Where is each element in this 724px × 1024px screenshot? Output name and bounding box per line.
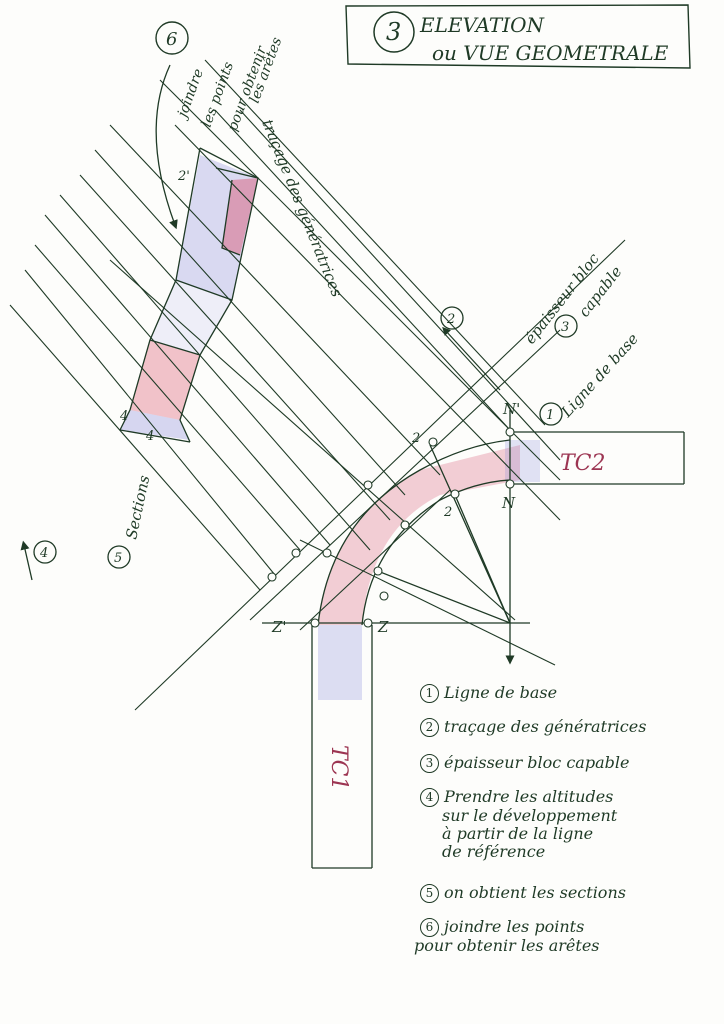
legend-item-6: 6 joindre les points <box>420 918 584 937</box>
generatrices-label: traçage des génératrices <box>258 117 346 300</box>
construction-points <box>267 427 515 628</box>
legend-text-2: traçage des génératrices <box>444 717 647 736</box>
legend-item-3: 3 épaisseur bloc capable <box>420 754 629 773</box>
step4-circle <box>33 540 57 564</box>
step3-number: 3 <box>561 320 569 335</box>
legend-text-1: Ligne de base <box>444 683 558 702</box>
legend-text-5: on obtient les sections <box>444 883 626 902</box>
title-box: 3 ELEVATION ou VUE GEOMETRALE <box>342 2 694 72</box>
legend-item-4-line-4: de référence <box>442 842 546 861</box>
legend-item-4-line-3: à partir de la ligne <box>442 824 594 843</box>
sections-label: Sections <box>122 473 153 540</box>
step2-circle <box>440 306 464 330</box>
elevation-piece <box>119 147 259 443</box>
z-mark: Z <box>377 618 389 636</box>
title-number-circle <box>373 11 415 53</box>
legend-text-4a: Prendre les altitudes <box>444 787 614 806</box>
step6-curved-arrow <box>155 64 178 230</box>
legend-item-4-line-2: sur le développement <box>442 806 618 825</box>
legend-text-6a: joindre les points <box>444 917 585 936</box>
reference-lines <box>134 239 626 711</box>
title-number: 3 <box>386 18 401 46</box>
mark-2-low: 2 <box>443 505 452 520</box>
step1-number: 1 <box>546 408 554 423</box>
z-prime-mark: Z' <box>271 618 287 636</box>
legend-number-6: 6 <box>420 918 439 937</box>
legend-number-3: 3 <box>420 754 439 773</box>
legend-item-5: 5 on obtient les sections <box>420 884 626 903</box>
legend-item-2: 2 traçage des génératrices <box>420 718 646 737</box>
n-mark: N <box>501 494 516 512</box>
mark-2: 2 <box>411 431 420 446</box>
step5-circle <box>107 545 131 569</box>
title-frame: 3 ELEVATION ou VUE GEOMETRALE <box>345 4 691 69</box>
legend-item-6-line-2: pour obtenir les arêtes <box>414 936 600 955</box>
ligne-de-base-label: Ligne de base <box>557 330 642 422</box>
legend-number-4: 4 <box>420 788 439 807</box>
step6-circle <box>155 21 189 55</box>
title-line-1: ELEVATION <box>419 13 546 37</box>
legend-text-3: épaisseur bloc capable <box>444 753 630 772</box>
step1-circle <box>539 402 563 426</box>
step6-number: 6 <box>166 29 177 50</box>
step2-number: 2 <box>446 312 455 327</box>
mark-4: 4 <box>119 409 128 424</box>
plan-rail <box>262 410 685 869</box>
mark-4-b: 4 <box>145 429 154 444</box>
legend-number-2: 2 <box>420 718 439 737</box>
generatrix-arrow <box>442 326 501 391</box>
tc1-label: TC1 <box>326 745 351 791</box>
legend-item-4: 4 Prendre les altitudes <box>420 788 613 807</box>
tc2-label: TC2 <box>560 451 606 476</box>
legend-item-1: 1 Ligne de base <box>420 684 557 703</box>
title-line-2: ou VUE GEOMETRALE <box>432 41 669 65</box>
step3-circle <box>554 314 578 338</box>
n-prime-mark: N' <box>502 400 520 418</box>
step4-number: 4 <box>39 546 48 561</box>
legend-number-1: 1 <box>420 684 439 703</box>
plan-shading <box>318 440 540 700</box>
generatrix-lines <box>9 59 561 666</box>
mark-2-prime: 2' <box>177 169 190 184</box>
step4-arrow <box>20 540 33 581</box>
step5-number: 5 <box>114 551 122 566</box>
legend-number-5: 5 <box>420 884 439 903</box>
